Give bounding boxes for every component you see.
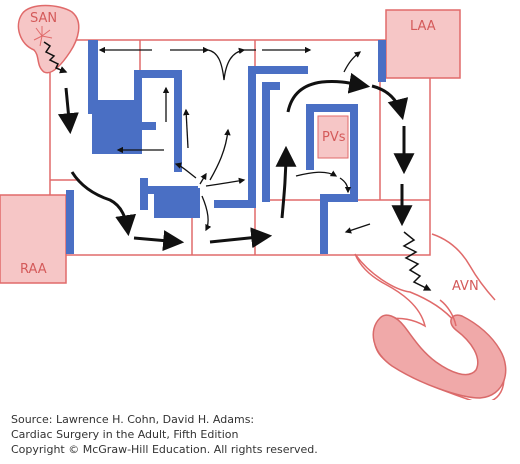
impulse-wave-lines xyxy=(43,41,432,291)
arrow-thin-15 xyxy=(295,170,338,177)
arrow-main-7 xyxy=(371,84,409,121)
source-citation-line-2: Cardiac Surgery in the Adult, Fifth Edit… xyxy=(11,428,239,441)
arrow-main-2 xyxy=(70,171,137,237)
main-conduction-path xyxy=(57,72,415,252)
arrow-thin-6 xyxy=(343,51,362,73)
arrow-thin-16 xyxy=(339,177,352,194)
pvs-region: PVs xyxy=(317,115,349,159)
lesion-lines xyxy=(66,40,386,254)
label-laa: LAA xyxy=(410,19,436,34)
raa-region: RAA xyxy=(0,194,67,284)
arrow-thin-10 xyxy=(174,162,197,179)
ventricle-shape xyxy=(354,233,507,400)
label-avn: AVN xyxy=(452,279,479,294)
arrow-main-6 xyxy=(286,72,371,113)
arrow-thin-17 xyxy=(344,223,371,234)
arrow-main-1 xyxy=(57,87,79,135)
copyright-line: Copyright © McGraw-Hill Education. All r… xyxy=(11,443,318,456)
source-citation-line-1: Source: Lawrence H. Cohn, David H. Adams… xyxy=(11,413,255,426)
san-wave-arrow xyxy=(43,41,68,74)
thin-conduction-arrows xyxy=(98,46,371,234)
arrow-thin-12 xyxy=(209,128,231,181)
arrow-thin-14 xyxy=(201,195,212,232)
label-pvs: PVs xyxy=(322,130,346,145)
arrow-main-5 xyxy=(275,145,297,219)
label-san: SAN xyxy=(30,11,57,26)
arrow-main-4 xyxy=(209,227,273,249)
arrow-main-3 xyxy=(133,230,185,252)
label-raa: RAA xyxy=(20,262,47,277)
san-burst-icon xyxy=(33,26,53,47)
san-region: SAN xyxy=(17,4,80,74)
arrow-thin-11 xyxy=(199,172,207,185)
arrow-thin-8 xyxy=(183,108,190,149)
maze-procedure-diagram: SAN LAA RAA PVs xyxy=(0,4,507,400)
laa-region: LAA xyxy=(385,9,461,79)
avn-wave-arrow xyxy=(402,231,432,291)
arrow-thin-3 xyxy=(207,47,246,81)
arrow-thin-13 xyxy=(205,177,246,187)
